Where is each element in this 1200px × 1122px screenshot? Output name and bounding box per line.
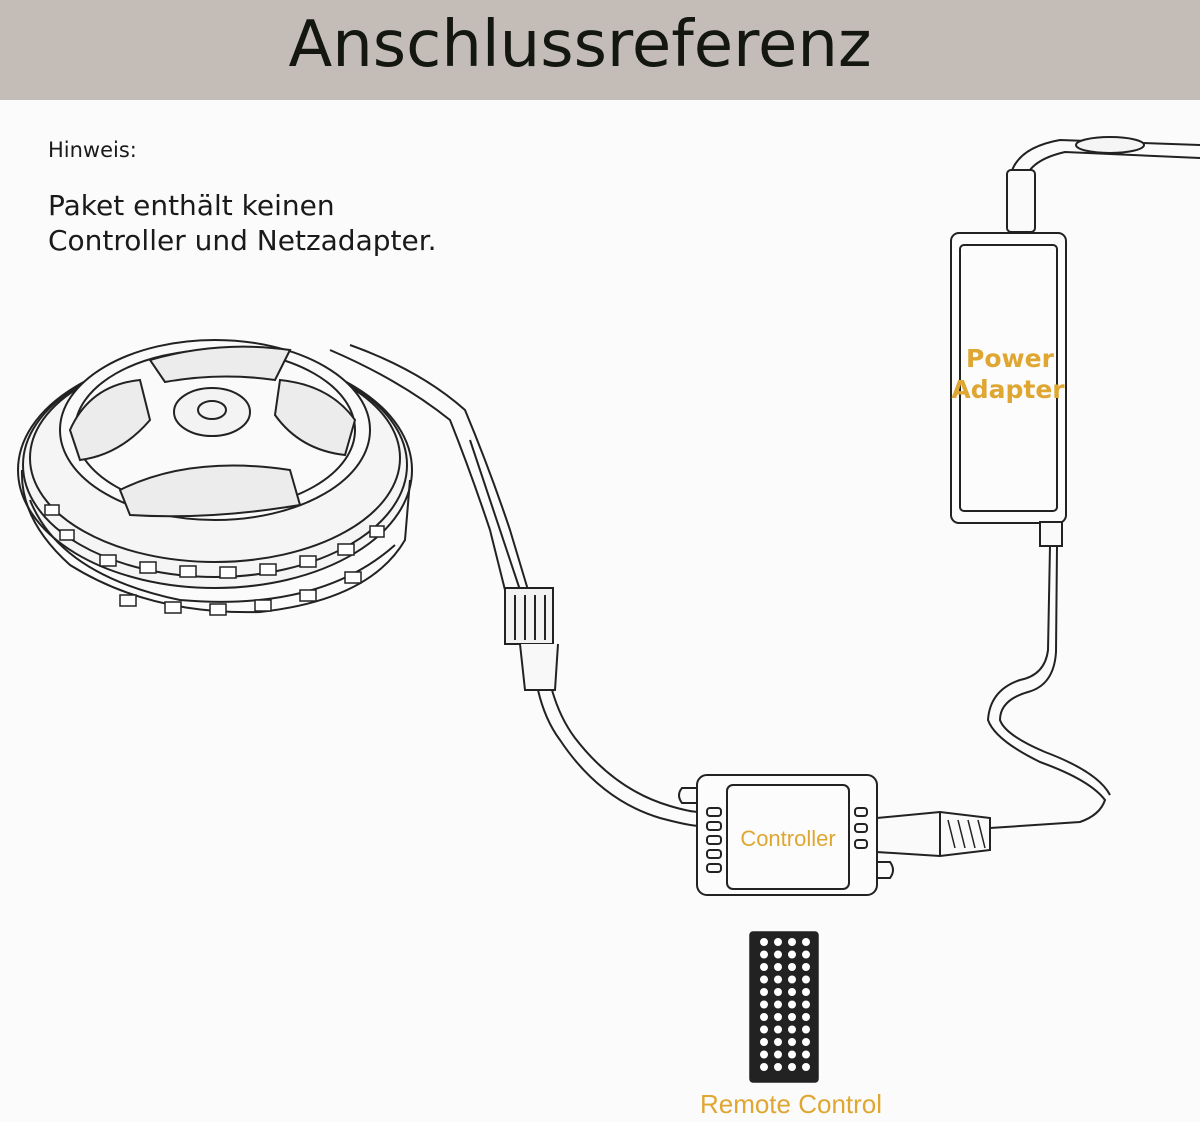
remote-button-icon (773, 999, 783, 1010)
page-title: Anschlussreferenz (288, 8, 872, 82)
remote-button-icon (773, 1012, 783, 1022)
remote-button-icon (787, 949, 797, 960)
remote-button-icon (787, 1049, 797, 1060)
remote-button-icon (787, 962, 797, 972)
remote-button-icon (801, 937, 811, 947)
power-adapter-icon (950, 136, 1200, 829)
remote-button-icon (787, 1024, 797, 1035)
note-text: Paket enthält keinen Controller und Netz… (48, 188, 568, 258)
remote-button-icon (759, 987, 769, 997)
remote-button-icon (787, 974, 797, 985)
controller-label: Controller (740, 826, 835, 851)
remote-button-icon (773, 962, 783, 972)
remote-button-icon (773, 949, 783, 960)
remote-button-icon (801, 1037, 811, 1047)
remote-button-icon (773, 1049, 783, 1060)
remote-button-icon (759, 949, 769, 960)
remote-button-icon (773, 987, 783, 997)
remote-button-icon (773, 974, 783, 985)
remote-button-icon (759, 1037, 769, 1047)
remote-button-icon (801, 1012, 811, 1022)
remote-button-icon (787, 937, 797, 947)
remote-button-icon (759, 1024, 769, 1035)
power-adapter-label-line1: Power (966, 344, 1055, 373)
header-bar: Anschlussreferenz (0, 0, 1200, 100)
note-line-2: Controller und Netzadapter. (48, 224, 437, 257)
remote-button-icon (801, 1062, 811, 1072)
remote-button-icon (787, 999, 797, 1010)
remote-button-icon (759, 974, 769, 985)
remote-control-icon (749, 931, 819, 1083)
remote-button-icon (801, 999, 811, 1010)
note-label: Hinweis: (48, 138, 137, 162)
note-line-1: Paket enthält keinen (48, 189, 335, 222)
remote-button-icon (773, 1024, 783, 1035)
remote-button-icon (801, 974, 811, 985)
remote-button-icon (773, 937, 783, 947)
remote-button-icon (759, 1062, 769, 1072)
remote-control-label: Remote Control (700, 1089, 882, 1119)
remote-button-icon (787, 1037, 797, 1047)
remote-button-icon (801, 1024, 811, 1035)
remote-button-icon (787, 1062, 797, 1072)
controller-icon (678, 774, 991, 896)
remote-button-icon (759, 962, 769, 972)
remote-button-icon (759, 937, 769, 947)
remote-button-icon (773, 1037, 783, 1047)
remote-button-icon (759, 1049, 769, 1060)
remote-button-icon (773, 1062, 783, 1072)
remote-button-icon (759, 999, 769, 1010)
remote-button-icon (787, 1012, 797, 1022)
power-adapter-label-line2: Adapter (951, 375, 1065, 404)
remote-button-icon (759, 1012, 769, 1022)
remote-button-icon (801, 962, 811, 972)
remote-button-icon (801, 1049, 811, 1060)
remote-button-icon (801, 949, 811, 960)
remote-button-icon (787, 987, 797, 997)
led-strip-reel-icon (17, 339, 559, 691)
remote-button-icon (801, 987, 811, 997)
